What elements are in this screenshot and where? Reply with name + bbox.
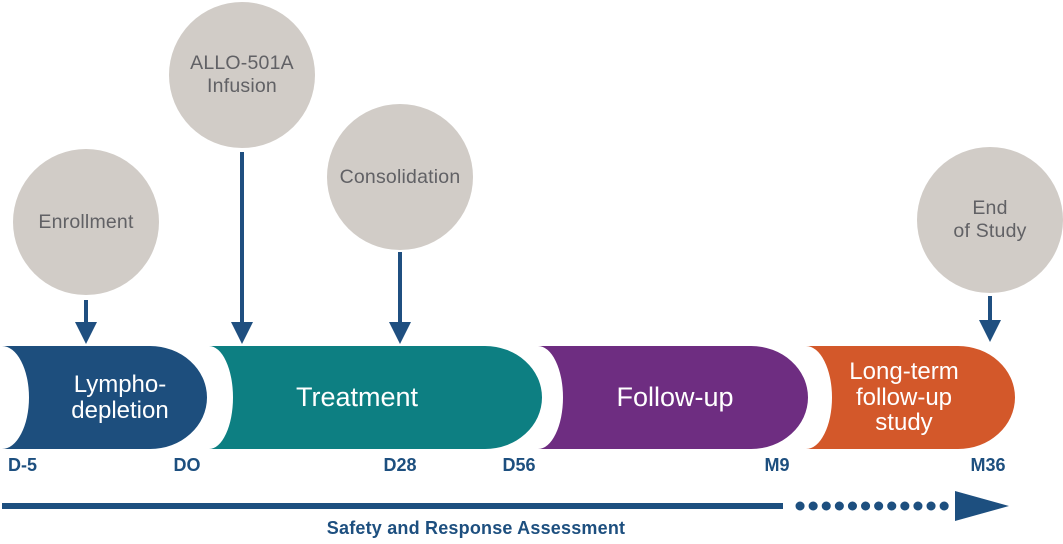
phase-label-line: Lympho-: [73, 371, 167, 398]
phase-label-line: Long-term: [849, 358, 959, 385]
phase-label-lympho-depletion: Lympho- depletion: [71, 372, 168, 424]
timepoint-m9: M9: [764, 455, 790, 475]
milestone-circle-consolidation: Consolidation: [327, 104, 473, 250]
allo-501a-infusion-arrow-icon: [231, 152, 253, 344]
phase-label-line: depletion: [71, 397, 169, 424]
phase-label-line: follow-up: [855, 383, 953, 411]
milestone-label: Consolidation: [339, 165, 461, 188]
phase-label-follow-up: Follow-up: [616, 384, 733, 411]
milestone-label: Enrollment: [38, 210, 134, 233]
timepoint-m36: M36: [970, 455, 1006, 475]
phase-label-treatment: Treatment: [296, 384, 418, 411]
consolidation-arrow-icon: [389, 252, 411, 344]
phase-bar-long-term-follow-up: [806, 346, 1016, 449]
phase-bar-treatment: [209, 346, 542, 449]
timepoint-d28: D28: [383, 455, 417, 475]
milestone-circle-enrollment: Enrollment: [13, 149, 159, 295]
assessment-caption: Safety and Response Assessment: [326, 518, 626, 538]
milestone-label: End: [972, 197, 1008, 219]
timepoint-d-5: D-5: [8, 455, 38, 475]
milestone-label: of Study: [953, 220, 1027, 242]
phase-bar-follow-up: [538, 346, 808, 449]
milestone-circle-end-of-study: End of Study: [917, 147, 1063, 293]
milestone-label: ALLO-501A: [190, 52, 294, 74]
phase-bar-lympho-depletion: [2, 346, 207, 449]
phase-label-line: Follow-up: [616, 382, 734, 412]
end-of-study-arrow-icon: [979, 296, 1001, 342]
enrollment-arrow-icon: [75, 300, 97, 344]
phase-label-long-term-follow-up-study: Long-term follow-up study: [849, 359, 958, 436]
timepoint-d0: DO: [173, 455, 201, 475]
milestone-circle-allo-501a-infusion: ALLO-501A Infusion: [169, 2, 315, 148]
milestone-label: Infusion: [207, 75, 277, 97]
timepoint-d56: D56: [502, 455, 536, 475]
phase-label-line: study: [875, 409, 933, 436]
phase-label-line: Treatment: [295, 382, 419, 412]
assessment-arrow-icon: [2, 491, 1009, 521]
